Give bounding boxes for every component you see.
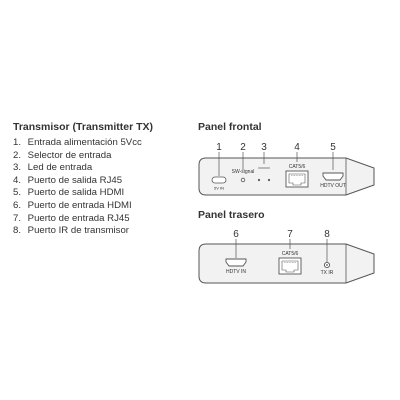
- legend-item-label: Puerto de entrada HDMI: [27, 199, 132, 211]
- callout-8: 8: [324, 229, 330, 240]
- legend-item: 4. Puerto de salida RJ45: [13, 175, 142, 188]
- rj45-socket-icon: [281, 260, 299, 273]
- legend-item-number: 7.: [13, 212, 22, 224]
- legend-item: 5. Puerto de salida HDMI: [13, 187, 142, 200]
- legend-item-number: 4.: [13, 174, 22, 186]
- rear-cat-label: CAT5/6: [282, 251, 299, 257]
- legend-item-number: 8.: [13, 225, 22, 237]
- legend-item-label: Led de entrada: [27, 162, 93, 174]
- callout-7: 7: [287, 229, 293, 240]
- rear-panel: 6 7 8 HDTV IN CAT5/6 TX IR: [198, 229, 375, 284]
- hdmi-in-port-icon: [225, 258, 247, 267]
- callout-2: 2: [240, 142, 246, 153]
- hdmi-in-label: HDTV IN: [226, 269, 246, 275]
- legend-item-label: Puerto de entrada RJ45: [27, 212, 130, 224]
- selector-button-icon: [240, 177, 246, 183]
- front-panel-title: Panel frontal: [198, 121, 262, 133]
- front-cat-label: CAT5/6: [289, 164, 306, 170]
- legend-item: 8. Puerto IR de transmisor: [13, 225, 142, 238]
- hdmi-out-label: HDTV OUT: [320, 183, 346, 189]
- legend-item: 3. Led de entrada: [13, 162, 142, 175]
- hdmi-out-port-icon: [322, 172, 344, 181]
- legend-item-label: Puerto de salida RJ45: [27, 174, 123, 186]
- led-icon: [267, 178, 271, 182]
- ir-port-center-icon: [326, 264, 328, 266]
- power-jack-icon: [211, 176, 227, 184]
- legend-item-label: Puerto de salida HDMI: [27, 187, 125, 199]
- legend-item-number: 3.: [13, 162, 22, 174]
- legend-item: 1. Entrada alimentación 5Vcc: [13, 137, 142, 150]
- legend-item-label: Entrada alimentación 5Vcc: [27, 137, 142, 148]
- rj45-socket-icon: [288, 173, 306, 186]
- rear-panel-title: Panel trasero: [198, 209, 265, 221]
- legend-item-number: 6.: [13, 199, 22, 211]
- legend-list: 1. Entrada alimentación 5Vcc 2. Selector…: [13, 137, 142, 238]
- led-icon: [257, 178, 261, 182]
- callout-4: 4: [294, 142, 300, 153]
- front-panel: 1 2 3 4 5 5V IN SW-signal CAT5/6 HDTV OU…: [198, 142, 375, 196]
- callout-6: 6: [233, 229, 239, 240]
- power-jack-label: 5V IN: [214, 186, 224, 191]
- legend-item: 6. Puerto de entrada HDMI: [13, 200, 142, 213]
- legend-item: 2. Selector de entrada: [13, 150, 142, 163]
- legend-item-label: Puerto IR de transmisor: [27, 225, 129, 237]
- legend-item-number: 5.: [13, 187, 22, 199]
- ir-label: TX IR: [321, 270, 334, 276]
- legend-item-number: 1.: [13, 137, 22, 148]
- legend-item-number: 2.: [13, 149, 22, 161]
- legend-title: Transmisor (Transmitter TX): [13, 121, 154, 133]
- callout-3: 3: [261, 142, 267, 153]
- legend-item: 7. Puerto de entrada RJ45: [13, 213, 142, 226]
- legend-item-label: Selector de entrada: [27, 149, 112, 161]
- switch-label: SW-signal: [232, 169, 255, 175]
- callout-5: 5: [330, 142, 336, 153]
- callout-1: 1: [216, 142, 222, 153]
